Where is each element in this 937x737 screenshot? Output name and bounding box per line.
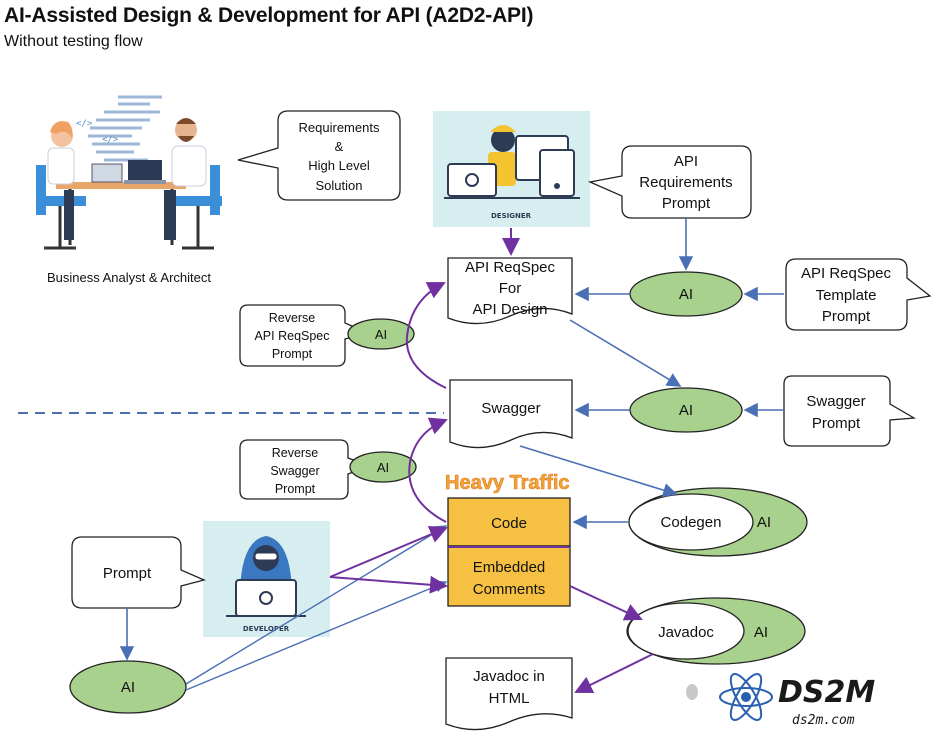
javadoc-html-document: Javadoc in HTML xyxy=(445,657,573,731)
embedded-comments-document: Embedded Comments xyxy=(447,545,571,607)
svg-text:ds2m.com: ds2m.com xyxy=(792,713,855,728)
svg-text:Codegen: Codegen xyxy=(661,514,722,531)
reverse-api-reqspec-prompt-callout: Reverse API ReqSpec Prompt xyxy=(239,304,370,367)
svg-text:AI: AI xyxy=(679,402,693,419)
svg-text:Requirements: Requirements xyxy=(639,174,732,191)
svg-text:API ReqSpec: API ReqSpec xyxy=(465,259,556,276)
api-reqspec-template-prompt-callout: API ReqSpec Template Prompt xyxy=(785,258,932,331)
svg-text:Swagger: Swagger xyxy=(270,464,319,478)
svg-text:</>: </> xyxy=(76,119,93,129)
svg-text:Code: Code xyxy=(491,515,527,532)
svg-text:HTML: HTML xyxy=(489,690,530,707)
javadoc-ai-node: Javadoc AI xyxy=(626,597,806,665)
svg-text:DS2M: DS2M xyxy=(778,675,875,710)
svg-text:Prompt: Prompt xyxy=(812,415,861,432)
svg-text:&: & xyxy=(335,139,344,154)
svg-text:Javadoc in: Javadoc in xyxy=(473,668,545,685)
svg-text:Requirements: Requirements xyxy=(299,120,380,135)
svg-text:API Design: API Design xyxy=(472,301,547,318)
code-document: Code xyxy=(447,497,571,547)
svg-text:Prompt: Prompt xyxy=(275,482,316,496)
ai-node-reverse-reqspec: AI xyxy=(347,318,415,350)
svg-text:Reverse: Reverse xyxy=(272,446,319,460)
page-subtitle: Without testing flow xyxy=(4,33,143,50)
svg-text:Reverse: Reverse xyxy=(269,311,316,325)
svg-text:Swagger: Swagger xyxy=(481,400,540,417)
svg-text:Template: Template xyxy=(816,287,877,304)
svg-text:Prompt: Prompt xyxy=(103,565,152,582)
codegen-ai-node: Codegen AI xyxy=(628,487,808,557)
ds2m-logo: DS2M ds2m.com xyxy=(686,673,875,728)
svg-text:Solution: Solution xyxy=(316,178,363,193)
developer-label: DEVELOPER xyxy=(243,625,290,633)
svg-text:Prompt: Prompt xyxy=(662,195,711,212)
svg-text:API ReqSpec: API ReqSpec xyxy=(801,265,892,282)
ai-node-reverse-swagger: AI xyxy=(349,451,417,483)
svg-text:</>: </> xyxy=(102,135,119,145)
svg-text:AI: AI xyxy=(121,679,135,696)
designer-illustration: DESIGNER xyxy=(433,111,590,227)
ai-node-prompt: AI xyxy=(69,660,187,714)
team-illustration: </> </> xyxy=(22,92,254,257)
svg-text:Prompt: Prompt xyxy=(272,347,313,361)
svg-text:API: API xyxy=(674,153,698,170)
developer-illustration: DEVELOPER xyxy=(203,521,330,637)
svg-text:AI: AI xyxy=(757,514,771,531)
api-reqspec-document: API ReqSpec For API Design xyxy=(447,257,573,325)
svg-text:Prompt: Prompt xyxy=(822,308,871,325)
ai-node-api-reqspec: AI xyxy=(629,271,743,317)
api-requirements-prompt-callout: API Requirements Prompt xyxy=(587,145,752,219)
svg-text:For: For xyxy=(499,280,522,297)
svg-text:Comments: Comments xyxy=(473,581,546,598)
requirements-callout: Requirements & High Level Solution xyxy=(237,110,401,201)
svg-text:AI: AI xyxy=(375,327,387,342)
svg-text:High Level: High Level xyxy=(308,158,370,173)
svg-text:Embedded: Embedded xyxy=(473,559,546,576)
svg-text:AI: AI xyxy=(377,460,389,475)
team-label: Business Analyst & Architect xyxy=(47,270,211,285)
svg-text:Javadoc: Javadoc xyxy=(658,624,714,641)
svg-text:Swagger: Swagger xyxy=(806,393,865,410)
svg-text:API ReqSpec: API ReqSpec xyxy=(254,329,329,343)
swagger-document: Swagger xyxy=(449,379,573,449)
svg-text:AI: AI xyxy=(679,286,693,303)
page-title: AI-Assisted Design & Development for API… xyxy=(4,4,534,27)
prompt-callout: Prompt xyxy=(71,536,206,609)
ai-node-swagger: AI xyxy=(629,387,743,433)
swagger-prompt-callout: Swagger Prompt xyxy=(783,375,917,447)
flow-arrows xyxy=(119,218,784,693)
designer-label: DESIGNER xyxy=(491,212,532,220)
heavy-traffic-label: Heavy Traffic xyxy=(445,472,570,494)
svg-text:AI: AI xyxy=(754,624,768,641)
reverse-swagger-prompt-callout: Reverse Swagger Prompt xyxy=(239,439,372,500)
